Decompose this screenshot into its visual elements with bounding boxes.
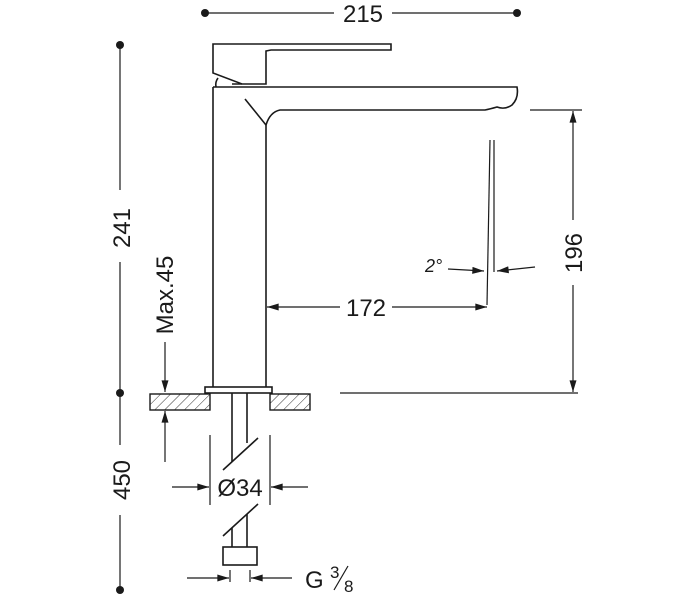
dimension-counter-thickness: Max.45 — [152, 256, 179, 462]
dimension-diameter: Ø34 — [172, 435, 308, 505]
connector-nut — [222, 546, 258, 566]
faucet-body — [204, 43, 519, 394]
width-label: 215 — [343, 1, 383, 28]
dimension-width: 215 — [201, 1, 521, 28]
dimension-reach: 172 — [266, 295, 488, 322]
max-thickness-label: Max.45 — [152, 256, 179, 335]
dimension-thread: G 3 8 — [187, 563, 353, 596]
thread-numerator: 3 — [330, 563, 339, 582]
thread-denominator: 8 — [344, 577, 353, 596]
diameter-label: Ø34 — [217, 475, 262, 502]
countertop — [149, 392, 578, 411]
reach-label: 172 — [346, 295, 386, 322]
supply-pipes — [222, 393, 259, 566]
dimension-spout-height: 196 — [530, 109, 588, 393]
height-label: 241 — [109, 208, 136, 248]
spout-height-label: 196 — [561, 233, 588, 273]
angle-label: 2° — [424, 256, 442, 276]
under-counter-label: 450 — [109, 460, 136, 500]
water-flow: 2° — [424, 139, 536, 306]
thread-label: G — [305, 567, 324, 594]
dimension-height-left: 241 450 — [109, 41, 136, 594]
